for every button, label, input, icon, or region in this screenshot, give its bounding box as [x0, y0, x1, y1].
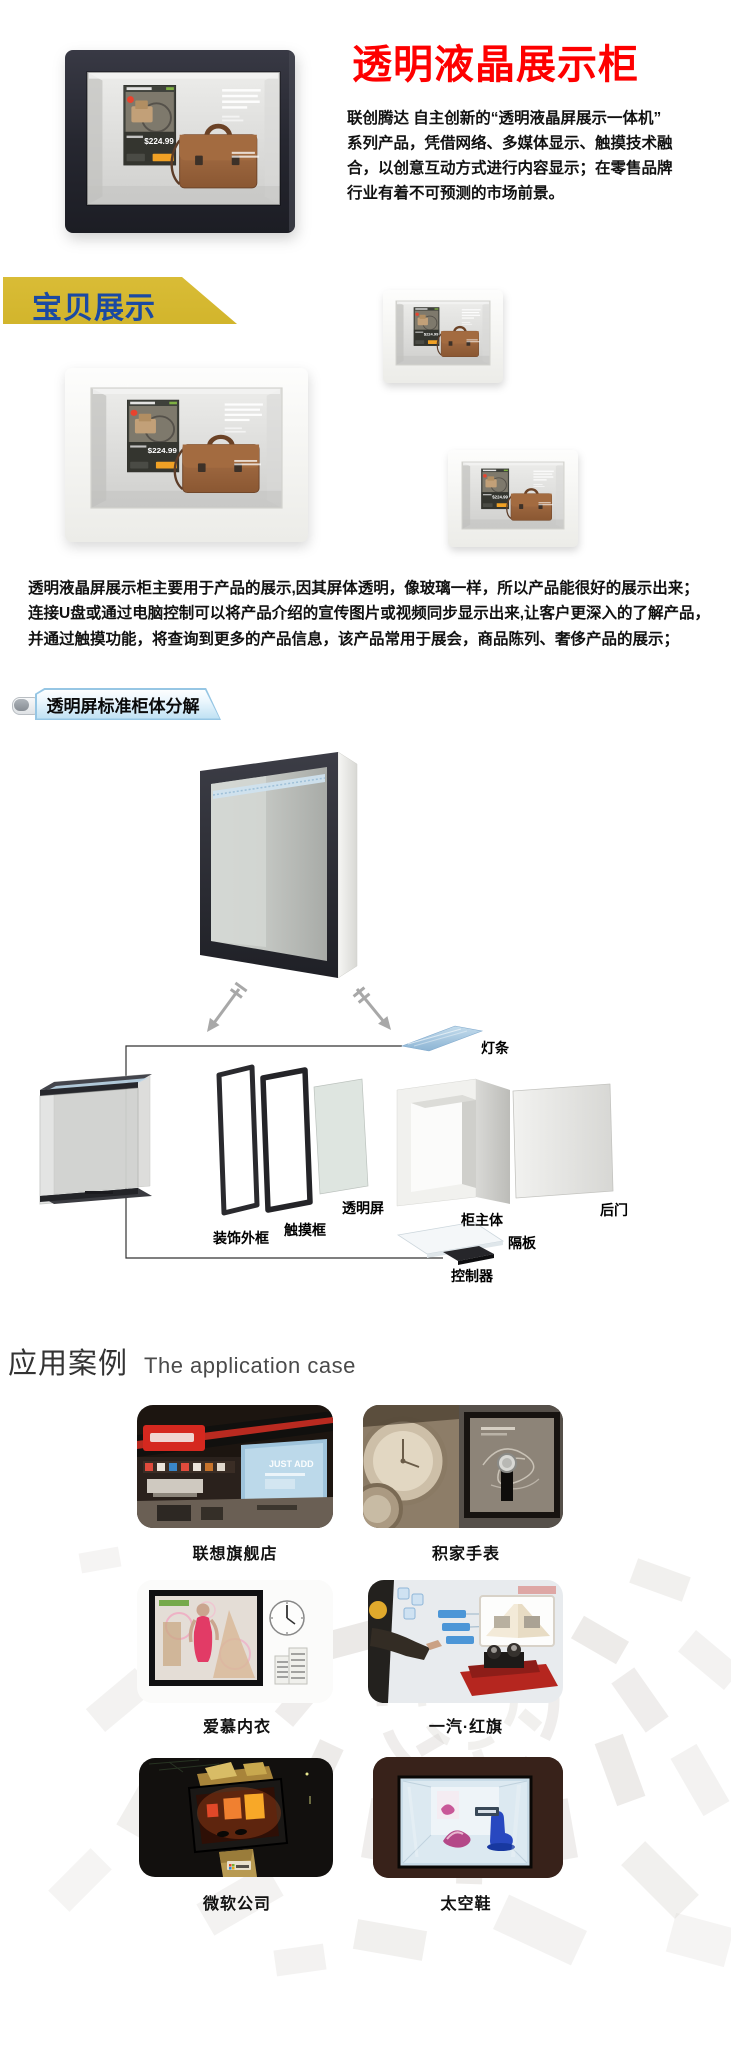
case-image-watch	[363, 1405, 563, 1528]
cabinet-body-image	[396, 1078, 510, 1207]
case-caption-lenovo: 联想旗舰店	[192, 1546, 278, 1563]
case-image-lenovo: JUST ADD	[137, 1405, 333, 1528]
collage-background	[48, 1546, 731, 1977]
hero-product-photo	[65, 50, 295, 233]
explode-arrows	[207, 981, 391, 1032]
label-back-door: 后门	[600, 1202, 628, 1218]
showcase-banner-label: 宝贝展示	[32, 292, 156, 325]
controller-image	[443, 1246, 494, 1265]
case-image-aimer	[137, 1580, 333, 1703]
section-ribbon: 透明屏标准柜体分解	[35, 688, 221, 720]
case-caption-watch: 积家手表	[431, 1546, 501, 1563]
case-image-microsoft	[139, 1758, 333, 1877]
decor-frame-image	[216, 1064, 260, 1216]
label-controller: 控制器	[451, 1268, 493, 1284]
label-decor-frame: 装饰外框	[213, 1230, 269, 1246]
section-ribbon-label: 透明屏标准柜体分解	[46, 697, 200, 716]
label-touch-frame: 触摸框	[284, 1222, 326, 1238]
transparent-screen-image	[313, 1078, 369, 1195]
lenovo-screen-text: JUST ADD	[269, 1459, 314, 1469]
label-transparent-screen: 透明屏	[342, 1200, 384, 1216]
label-light-strip: 灯条	[481, 1040, 509, 1056]
application-heading-en: The application case	[144, 1353, 356, 1378]
case-caption-microsoft: 微软公司	[202, 1896, 272, 1913]
showcase-photo-medium	[448, 450, 578, 547]
intro-paragraph: 透明液晶屏展示柜主要用于产品的展示,因其屏体透明，像玻璃一样，所以产品能很好的展…	[28, 580, 711, 648]
light-strip-image	[400, 1025, 484, 1052]
label-partition: 隔板	[508, 1235, 536, 1251]
case-caption-hongqi: 一汽·红旗	[428, 1719, 504, 1736]
glass-module-image	[39, 1073, 152, 1205]
case-image-hongqi	[368, 1580, 563, 1703]
application-heading-cn: 应用案例	[8, 1348, 129, 1380]
application-heading: 应用案例 The application case	[8, 1340, 356, 1382]
case-image-shoes	[373, 1757, 563, 1878]
showcase-photo-large	[65, 368, 308, 542]
assembled-cabinet-image	[200, 751, 358, 979]
case-caption-aimer: 爱慕内衣	[202, 1719, 272, 1736]
exploded-diagram	[39, 751, 614, 1265]
hero-description: 联创腾达 自主创新的“透明液晶屏展示一体机” 系列产品，凭借网络、多媒体显示、触…	[347, 110, 673, 202]
page-title: 透明液晶展示柜	[352, 43, 639, 87]
label-cabinet-body: 柜主体	[461, 1212, 503, 1228]
showcase-banner: 宝贝展示	[3, 277, 237, 324]
case-caption-shoes: 太空鞋	[440, 1896, 492, 1913]
touch-frame-image	[260, 1067, 313, 1213]
showcase-photo-small	[383, 290, 503, 383]
back-door-image	[512, 1083, 614, 1199]
